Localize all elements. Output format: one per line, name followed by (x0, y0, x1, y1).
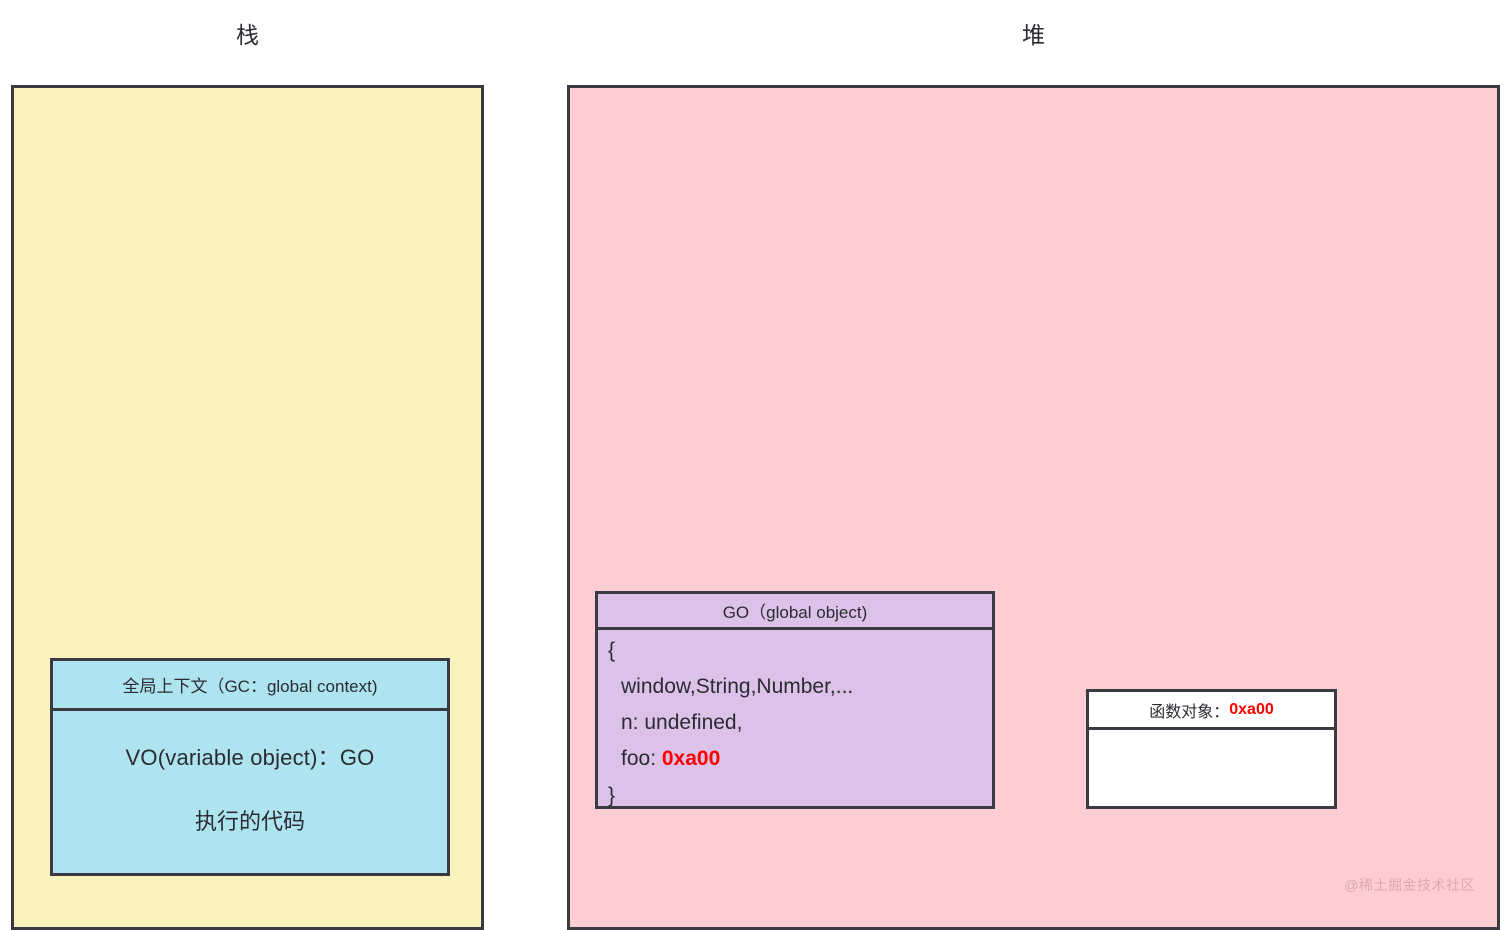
variable-object-line: VO(variable object)：GO (125, 745, 375, 770)
watermark: @稀土掘金技术社区 (1344, 877, 1475, 893)
global-object-property-n: n: undefined, (621, 711, 743, 734)
global-object-panel: GO（global object) { window,String,Number… (595, 591, 995, 809)
global-context-header: 全局上下文（GC：global context) (53, 661, 447, 711)
stack-region: 全局上下文（GC：global context) VO(variable obj… (11, 85, 484, 930)
global-object-property-builtins: window,String,Number,... (621, 675, 854, 698)
stack-region-title: 栈 (236, 22, 259, 48)
heap-region: GO（global object) { window,String,Number… (567, 85, 1500, 930)
global-object-property-foo-address: 0xa00 (661, 747, 721, 770)
function-object-header: 函数对象：0xa00 (1089, 692, 1334, 730)
open-brace: { (608, 639, 616, 662)
close-brace: } (608, 784, 616, 807)
global-context-body: VO(variable object)：GO 执行的代码 (53, 711, 447, 873)
global-object-header: GO（global object) (598, 594, 992, 630)
global-object-body: { window,String,Number,... n: undefined,… (598, 630, 992, 806)
heap-region-title: 堆 (1022, 22, 1045, 48)
global-object-property-foo: foo: 0xa00 (621, 748, 992, 769)
function-object-panel: 函数对象：0xa00 (1086, 689, 1337, 809)
global-context-panel: 全局上下文（GC：global context) VO(variable obj… (50, 658, 450, 876)
function-object-body (1089, 730, 1334, 806)
function-object-address: 0xa00 (1229, 700, 1274, 718)
global-object-property-foo-label: foo: (621, 747, 662, 770)
function-object-label: 函数对象： (1149, 703, 1230, 721)
executing-code-line: 执行的代码 (194, 809, 305, 834)
